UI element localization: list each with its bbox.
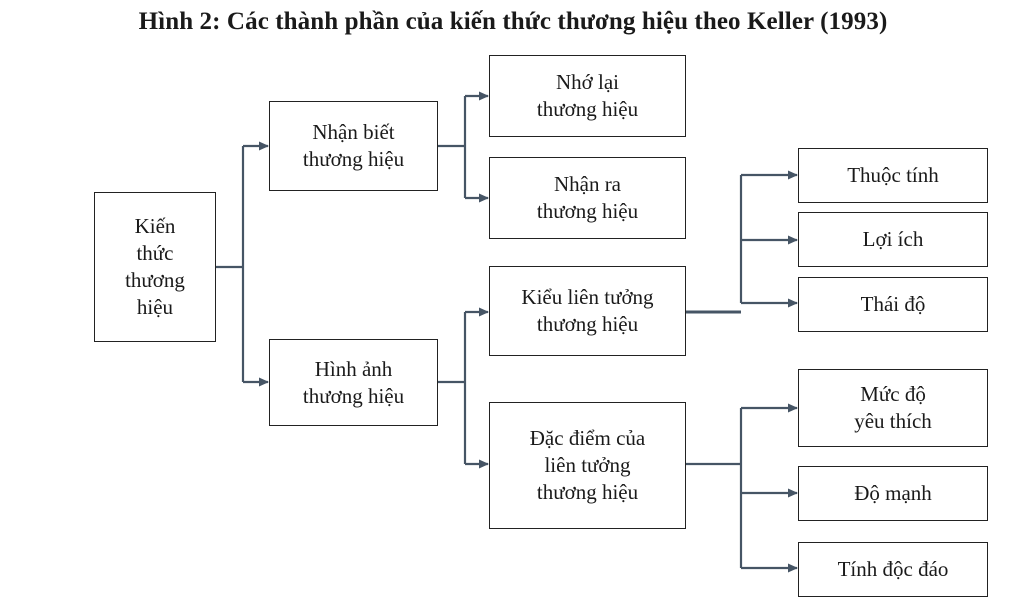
node-brand-image: Hình ảnh thương hiệu <box>269 339 438 426</box>
node-attitudes: Thái độ <box>798 277 988 332</box>
node-favorability: Mức độ yêu thích <box>798 369 988 447</box>
node-brand-knowledge: Kiến thức thương hiệu <box>94 192 216 342</box>
node-attributes: Thuộc tính <box>798 148 988 203</box>
figure-title: Hình 2: Các thành phần của kiến thức thư… <box>138 8 888 35</box>
node-brand-recognition: Nhận ra thương hiệu <box>489 157 686 239</box>
node-brand-association-features: Đặc điểm của liên tưởng thương hiệu <box>489 402 686 529</box>
node-benefits: Lợi ích <box>798 212 988 267</box>
node-strength: Độ mạnh <box>798 466 988 521</box>
node-brand-awareness: Nhận biết thương hiệu <box>269 101 438 191</box>
node-uniqueness: Tính độc đáo <box>798 542 988 597</box>
node-brand-recall: Nhớ lại thương hiệu <box>489 55 686 137</box>
node-brand-association-types: Kiểu liên tưởng thương hiệu <box>489 266 686 356</box>
